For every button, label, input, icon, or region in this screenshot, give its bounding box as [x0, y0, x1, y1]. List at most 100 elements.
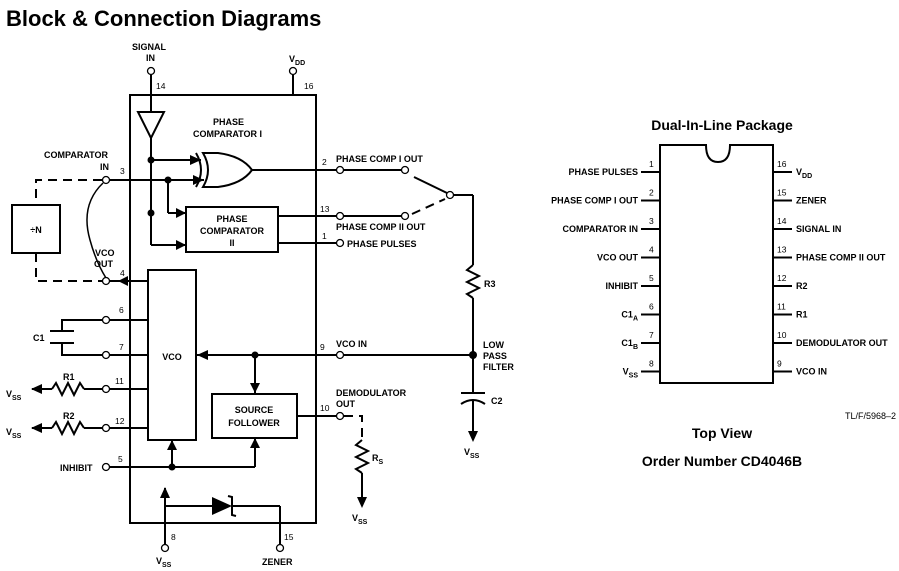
- pin-4: 4: [120, 268, 125, 278]
- pin-10-terminal: [335, 411, 345, 421]
- dip-left-pin-label: COMPARATOR IN: [563, 224, 639, 234]
- r1-vss-label: VSS: [6, 389, 22, 402]
- xor-gate-symbol: [201, 152, 254, 188]
- package-title: Dual-In-Line Package: [651, 117, 793, 133]
- pin-12: 12: [115, 416, 125, 426]
- phase-comp-1-out-label: PHASE COMP I OUT: [336, 154, 423, 164]
- pin-8-vss-label: VSS: [156, 556, 172, 569]
- phase-comparator-2-label-1: PHASE: [216, 214, 247, 224]
- dip-left-pin-label: INHIBIT: [606, 281, 639, 291]
- pin-10: 10: [320, 403, 330, 413]
- r2-resistor: [51, 419, 85, 437]
- phase-comparator-1-label-1: PHASE: [213, 117, 244, 127]
- page-title: Block & Connection Diagrams: [6, 6, 321, 31]
- dip-right-pin-label: ZENER: [796, 196, 827, 206]
- pin-7: 7: [119, 342, 124, 352]
- phase-comparator-2-block: [185, 206, 279, 253]
- source-follower-label-2: FOLLOWER: [228, 418, 280, 428]
- dip-right-pin-number: 11: [777, 302, 786, 312]
- dip-left-pin-label: PHASE COMP I OUT: [551, 196, 638, 206]
- switch-arm: [413, 176, 448, 194]
- phase-comparator-2-label-2: COMPARATOR: [200, 226, 264, 236]
- pin-9-terminal: [335, 350, 345, 360]
- r3-label: R3: [484, 279, 496, 289]
- switch-contact-2: [400, 211, 410, 221]
- order-number-label: Order Number CD4046B: [642, 453, 802, 469]
- dip-left-pin-number: 3: [649, 216, 654, 226]
- pin-13: 13: [320, 204, 330, 214]
- arrow-head: [31, 423, 42, 433]
- phase-comparator-1-label-2: COMPARATOR I: [193, 129, 262, 139]
- loop-wire: [86, 182, 107, 279]
- dip-left-pin-label: PHASE PULSES: [568, 167, 638, 177]
- dip-left-pin-number: 6: [649, 302, 654, 312]
- pin-11: 11: [115, 376, 124, 386]
- c1-wire-bottom: [61, 343, 102, 356]
- switch-common: [445, 190, 455, 200]
- pin-8: 8: [171, 532, 176, 542]
- pin-6-terminal: [101, 315, 111, 325]
- rs-label: RS: [372, 453, 384, 466]
- signal-in-label-2: IN: [146, 53, 155, 63]
- vdd-label: VDD: [289, 54, 305, 67]
- pin-11-terminal: [101, 384, 111, 394]
- dip-right-pin-label: VCO IN: [796, 367, 827, 377]
- pin-2-terminal: [335, 165, 345, 175]
- dip-right-pin-number: 13: [777, 245, 787, 255]
- dip-right-pin-label: SIGNAL IN: [796, 224, 841, 234]
- dip-right-pin-label: VDD: [796, 167, 812, 180]
- zener-label: ZENER: [262, 557, 293, 567]
- r2-label: R2: [63, 411, 75, 421]
- pin-15-terminal: [275, 543, 285, 553]
- demod-out-label-1: DEMODULATOR: [336, 388, 407, 398]
- dip-left-pin-number: 1: [649, 159, 654, 169]
- pin-13-terminal: [335, 211, 345, 221]
- r1-label: R1: [63, 372, 75, 382]
- arrow-head: [176, 240, 186, 250]
- dip-package-outline: [659, 144, 774, 384]
- r2-vss-label: VSS: [6, 427, 22, 440]
- arrow-head: [250, 438, 260, 448]
- pin-1: 1: [322, 231, 327, 241]
- dip-right-pin-number: 10: [777, 330, 787, 340]
- dip-right-pin-label: R2: [796, 281, 808, 291]
- xor-gate-input-curve: [195, 152, 202, 188]
- pin-1-terminal: [335, 238, 345, 248]
- source-follower-block: [211, 393, 298, 439]
- phase-comp-2-out-label: PHASE COMP II OUT: [336, 222, 426, 232]
- dip-right-pin-label: DEMODULATOR OUT: [796, 338, 888, 348]
- vco-out-label-2: OUT: [94, 259, 114, 269]
- pin-7-terminal: [101, 350, 111, 360]
- vco-out-label-1: VCO: [95, 248, 115, 258]
- arrow-head: [197, 350, 208, 360]
- switch-alt-position: [411, 198, 446, 215]
- dip-right-pin-number: 9: [777, 359, 782, 369]
- vdd-terminal: [288, 66, 298, 76]
- pin-6: 6: [119, 305, 124, 315]
- pin-5-terminal: [101, 462, 111, 472]
- ref-code: TL/F/5968–2: [845, 411, 896, 421]
- dip-left-pin-label: VCO OUT: [597, 253, 639, 263]
- vco-in-label: VCO IN: [336, 339, 367, 349]
- pin-16: 16: [304, 81, 314, 91]
- arrow-head: [167, 440, 177, 450]
- dip-right-pin-number: 15: [777, 188, 787, 198]
- r3-resistor: [464, 264, 482, 299]
- pin-9: 9: [320, 342, 325, 352]
- top-view-label: Top View: [692, 425, 752, 441]
- pin-12-terminal: [101, 423, 111, 433]
- pin-2: 2: [322, 157, 327, 167]
- dip-left-pin-number: 7: [649, 330, 654, 340]
- dip-left-pin-label: C1B: [621, 338, 638, 351]
- arrow-head: [357, 497, 367, 508]
- low-pass-label-2: PASS: [483, 351, 507, 361]
- pin-3: 3: [120, 166, 125, 176]
- arrow-head: [160, 487, 170, 498]
- junction-dot: [147, 209, 155, 217]
- dip-right-pin-label: R1: [796, 310, 808, 320]
- divider-label: ÷N: [30, 225, 41, 235]
- pin-4-terminal: [101, 276, 111, 286]
- c2-vss-label: VSS: [464, 447, 480, 460]
